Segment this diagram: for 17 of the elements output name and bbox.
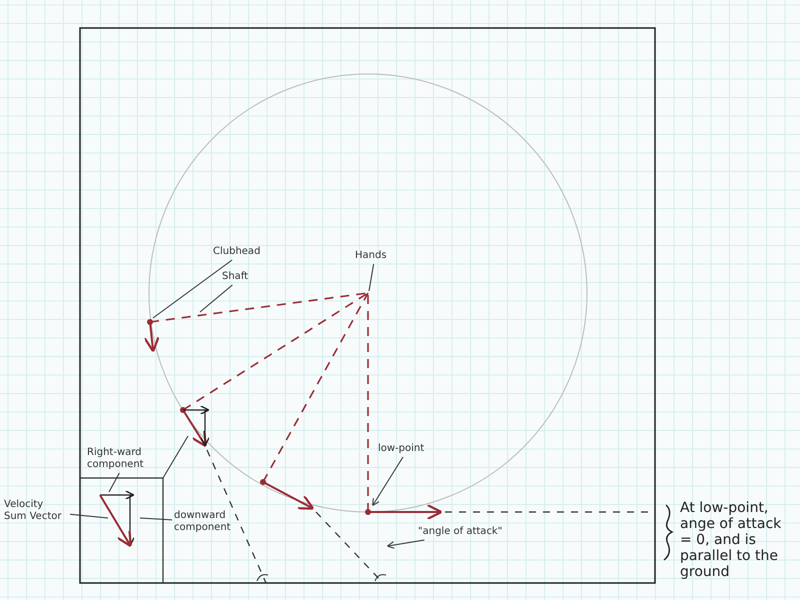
leader-line: [140, 518, 172, 520]
callout-label: Shaft: [222, 271, 262, 283]
callout-label: Clubhead: [213, 246, 273, 258]
note-text: At low-point, ange of attack = 0, and is parallel to the ground: [680, 500, 782, 580]
callout-label: Right-ward component: [87, 447, 167, 471]
callout-label: Velocity Sum Vector: [4, 499, 68, 523]
callout-label: "angle of attack": [418, 526, 528, 538]
leader-line: [152, 260, 233, 318]
leader-line: [70, 514, 108, 518]
callout-label: downward component: [174, 510, 244, 534]
leader-line: [108, 472, 120, 492]
callout-label: Hands: [355, 250, 395, 262]
callout-label: low-point: [378, 443, 438, 455]
leader-line: [368, 264, 374, 292]
leader-line: [386, 540, 425, 549]
leader-line: [372, 456, 404, 506]
leader-line: [200, 284, 233, 312]
